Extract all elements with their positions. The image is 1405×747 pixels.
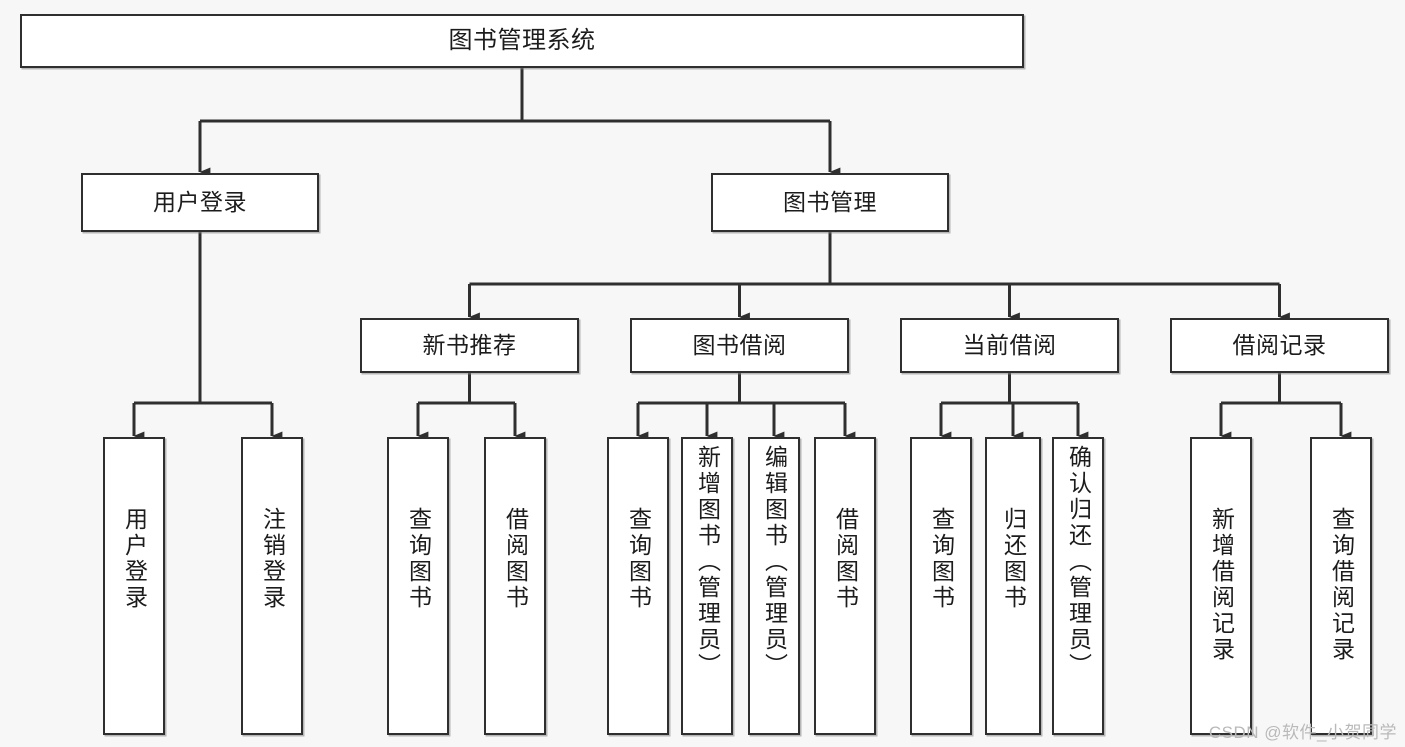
node-leaf-add-record[interactable]: 新增借阅记录 [1190, 437, 1252, 735]
node-leaf-query-book-2[interactable]: 查询图书 [607, 437, 669, 735]
node-new-book-rec[interactable]: 新书推荐 [360, 318, 579, 373]
node-leaf-logout[interactable]: 注销登录 [241, 437, 303, 735]
node-leaf-query-book-3[interactable]: 查询图书 [910, 437, 972, 735]
node-label-new-book-rec: 新书推荐 [422, 331, 517, 358]
node-label-leaf-confirm-return: 确认归还（管理员） [1065, 445, 1092, 679]
node-leaf-borrow-book-1[interactable]: 借阅图书 [484, 437, 546, 735]
node-user-login[interactable]: 用户登录 [81, 173, 319, 232]
connector-group [132, 68, 1352, 441]
node-label-user-login: 用户登录 [153, 188, 247, 215]
node-leaf-borrow-book-2[interactable]: 借阅图书 [814, 437, 876, 735]
node-leaf-edit-book[interactable]: 编辑图书（管理员） [748, 437, 800, 735]
node-leaf-user-login[interactable]: 用户登录 [103, 437, 165, 735]
node-label-leaf-query-book-2: 查询图书 [625, 507, 652, 611]
node-book-manage[interactable]: 图书管理 [711, 173, 949, 232]
node-label-root: 图书管理系统 [448, 26, 596, 54]
node-label-leaf-query-record: 查询借阅记录 [1328, 507, 1355, 663]
node-label-book-borrow: 图书借阅 [692, 331, 787, 358]
node-label-leaf-query-book-1: 查询图书 [405, 507, 432, 611]
node-leaf-query-record[interactable]: 查询借阅记录 [1310, 437, 1372, 735]
node-leaf-confirm-return[interactable]: 确认归还（管理员） [1052, 437, 1104, 735]
node-root[interactable]: 图书管理系统 [20, 14, 1024, 68]
node-label-book-manage: 图书管理 [783, 188, 877, 215]
node-label-leaf-add-book: 新增图书（管理员） [694, 445, 721, 679]
node-label-leaf-logout: 注销登录 [259, 507, 286, 611]
node-leaf-return-book[interactable]: 归还图书 [985, 437, 1041, 735]
node-book-borrow[interactable]: 图书借阅 [630, 318, 849, 373]
node-current-borrow[interactable]: 当前借阅 [900, 318, 1119, 373]
node-borrow-record[interactable]: 借阅记录 [1170, 318, 1389, 373]
node-label-leaf-borrow-book-1: 借阅图书 [502, 507, 529, 611]
node-label-leaf-user-login: 用户登录 [121, 507, 148, 611]
node-label-leaf-edit-book: 编辑图书（管理员） [761, 445, 788, 679]
node-leaf-add-book[interactable]: 新增图书（管理员） [681, 437, 733, 735]
node-label-current-borrow: 当前借阅 [962, 331, 1057, 358]
node-label-leaf-add-record: 新增借阅记录 [1208, 507, 1235, 663]
node-label-borrow-record: 借阅记录 [1232, 331, 1327, 358]
node-label-leaf-query-book-3: 查询图书 [928, 507, 955, 611]
node-label-leaf-return-book: 归还图书 [1000, 507, 1027, 611]
node-label-leaf-borrow-book-2: 借阅图书 [832, 507, 859, 611]
node-leaf-query-book-1[interactable]: 查询图书 [387, 437, 449, 735]
